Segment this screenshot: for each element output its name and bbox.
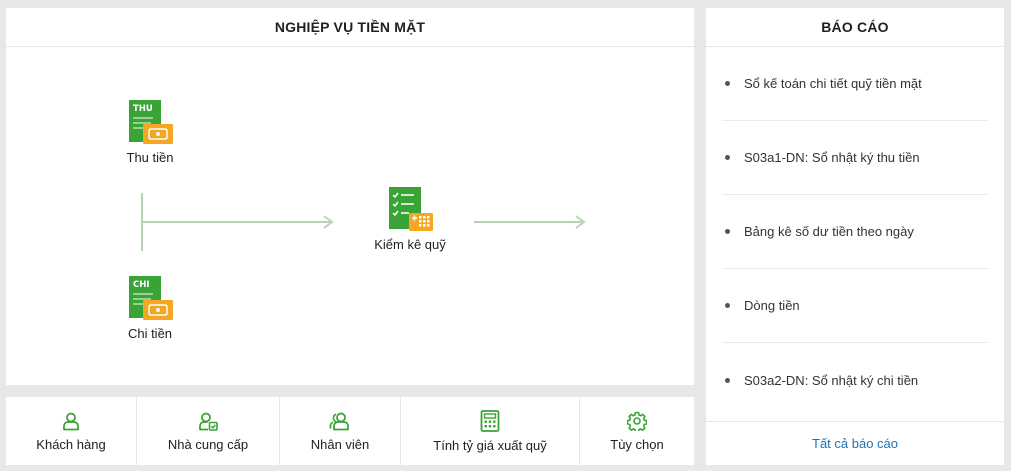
shortcut-exchange-rate[interactable]: Tính tỷ giá xuất quỹ xyxy=(401,397,580,465)
all-reports-link[interactable]: Tất cả báo cáo xyxy=(706,421,1004,465)
supplier-icon xyxy=(199,412,218,431)
connector-arrowhead-1 xyxy=(323,215,334,229)
report-list: Sổ kế toán chi tiết quỹ tiền mặt S03a1-D… xyxy=(706,47,1004,417)
reports-panel: BÁO CÁO Sổ kế toán chi tiết quỹ tiền mặt… xyxy=(706,8,1004,465)
report-item-label: S03a2-DN: Sổ nhật ký chi tiền xyxy=(744,372,919,388)
report-item[interactable]: Dòng tiền xyxy=(722,269,988,343)
reports-panel-title: BÁO CÁO xyxy=(706,8,1004,47)
report-item-label: S03a1-DN: Sổ nhật ký thu tiền xyxy=(744,150,920,165)
connector-arrowhead-2 xyxy=(575,215,586,229)
bullet-icon xyxy=(725,303,730,308)
employee-icon xyxy=(329,412,349,430)
shortcut-options[interactable]: Tùy chọn xyxy=(580,397,694,465)
gear-icon xyxy=(627,411,647,431)
shortcut-exchange-rate-label: Tính tỷ giá xuất quỹ xyxy=(433,437,547,453)
cash-payment-icon: CHI xyxy=(129,276,173,320)
shortcut-employees[interactable]: Nhân viên xyxy=(280,397,401,465)
customer-icon xyxy=(63,412,79,430)
shortcut-bar: Khách hàng Nhà cung cấp Nhân viên xyxy=(6,397,694,465)
report-item-label: Sổ kế toán chi tiết quỹ tiền mặt xyxy=(744,76,922,91)
checklist-calculator-icon xyxy=(389,187,433,231)
report-item[interactable]: Sổ kế toán chi tiết quỹ tiền mặt xyxy=(722,47,988,121)
shortcut-suppliers-label: Nhà cung cấp xyxy=(167,436,249,452)
cash-receipt-icon: THU xyxy=(129,100,173,144)
shortcut-customers[interactable]: Khách hàng xyxy=(6,397,137,465)
calculator-icon xyxy=(480,409,500,432)
report-item-label: Dòng tiền xyxy=(744,298,800,313)
report-item-label: Bảng kê số dư tiền theo ngày xyxy=(744,224,914,239)
icon-text-thu: THU xyxy=(133,104,153,114)
icon-text-chi: CHI xyxy=(133,280,150,290)
cash-count-node[interactable]: Kiểm kê quỹ xyxy=(362,187,458,252)
report-item[interactable]: S03a1-DN: Sổ nhật ký thu tiền xyxy=(722,121,988,195)
report-item[interactable]: S03a2-DN: Sổ nhật ký chi tiền xyxy=(722,343,988,417)
pay-cash-label: Chi tiền xyxy=(127,326,173,341)
cash-workflow-panel: NGHIỆP VỤ TIỀN MẶT THU Thu tiền CHI xyxy=(6,8,694,385)
bullet-icon xyxy=(725,377,730,383)
shortcut-options-label: Tùy chọn xyxy=(610,436,664,452)
shortcut-employees-label: Nhân viên xyxy=(310,436,370,452)
bullet-icon xyxy=(725,229,730,234)
receive-cash-node[interactable]: THU Thu tiền xyxy=(110,100,190,165)
shortcut-customers-label: Khách hàng xyxy=(36,436,106,452)
pay-cash-node[interactable]: CHI Chi tiền xyxy=(110,276,190,341)
bullet-icon xyxy=(725,155,730,160)
receive-cash-label: Thu tiền xyxy=(126,150,174,165)
report-item[interactable]: Bảng kê số dư tiền theo ngày xyxy=(722,195,988,269)
cash-count-label: Kiểm kê quỹ xyxy=(374,237,446,252)
shortcut-suppliers[interactable]: Nhà cung cấp xyxy=(137,397,280,465)
workflow-panel-title: NGHIỆP VỤ TIỀN MẶT xyxy=(6,8,694,47)
bullet-icon xyxy=(725,81,730,86)
